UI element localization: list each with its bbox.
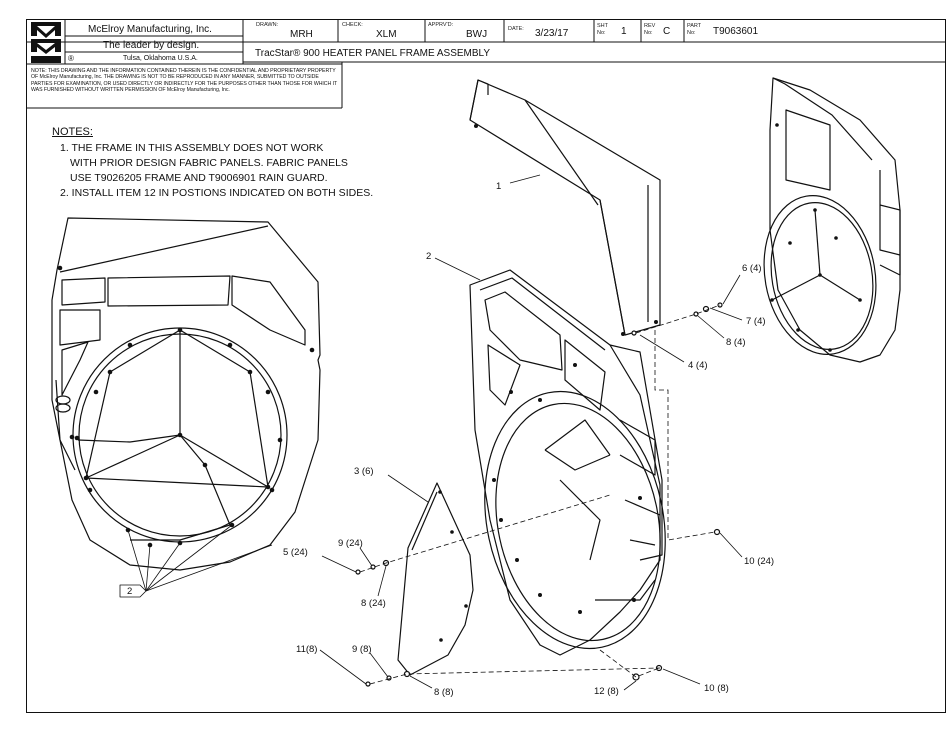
- callout-item-8-top: 8 (4): [726, 337, 746, 348]
- callout-item-11: 11(8): [296, 644, 318, 655]
- heater-frame-item-2: [469, 269, 666, 656]
- note-line-4: 2. INSTALL ITEM 12 IN POSTIONS INDICATED…: [60, 187, 374, 199]
- fabric-panel-item-3: [397, 482, 474, 676]
- rain-guard-item-1: [469, 79, 661, 336]
- callout-item-6: 6 (4): [742, 263, 762, 274]
- callout-item-10-mid: 10 (24): [744, 556, 775, 567]
- confidential-note: NOTE: THIS DRAWING AND THE INFORMATION C…: [31, 68, 337, 94]
- side-view-frame: [51, 217, 321, 571]
- callout-item-7: 7 (4): [746, 316, 766, 327]
- part-label: PART No:: [687, 23, 702, 36]
- notes-heading: NOTES:: [52, 126, 93, 138]
- check-label: CHECK:: [342, 22, 363, 28]
- rev-value: C: [663, 26, 671, 37]
- registered-mark: ®: [68, 54, 74, 63]
- callout-item-1: 1: [496, 181, 502, 192]
- note-line-1: 1. THE FRAME IN THIS ASSEMBLY DOES NOT W…: [60, 142, 324, 154]
- callout-item-8-bottom: 8 (8): [434, 687, 454, 698]
- company-location: Tulsa, Oklahoma U.S.A.: [123, 55, 198, 62]
- company-name: McElroy Manufacturing, Inc.: [88, 24, 212, 35]
- side-view-rivets: [57, 265, 315, 548]
- part-value: T9063601: [713, 26, 759, 37]
- apprvd-label: APPRV'D:: [428, 22, 454, 28]
- date-label: DATE:: [508, 26, 524, 32]
- drawing-title: TracStar® 900 HEATER PANEL FRAME ASSEMBL…: [255, 48, 491, 59]
- callout-item-5: 5 (24): [283, 547, 308, 558]
- check-value: XLM: [376, 29, 397, 40]
- drawn-label: DRAWN:: [256, 22, 279, 28]
- drawn-value: MRH: [290, 29, 313, 40]
- note-line-2: WITH PRIOR DESIGN FABRIC PANELS. FABRIC …: [70, 157, 348, 169]
- flag-note-2: 2: [127, 586, 133, 597]
- date-value: 3/23/17: [535, 28, 569, 39]
- callout-item-8-mid: 8 (24): [361, 598, 386, 609]
- flag-callout-leaders: [119, 524, 273, 598]
- callout-item-4: 4 (4): [688, 360, 708, 371]
- mmi-logo: [31, 22, 61, 63]
- iso-view-top-right: [763, 77, 901, 363]
- callout-item-10-bottom: 10 (8): [704, 683, 729, 694]
- rev-label: REV No:: [644, 23, 656, 36]
- callout-item-12: 12 (8): [594, 686, 619, 697]
- drawing-sheet-border: [26, 19, 946, 713]
- sht-label: SHT No:: [597, 23, 608, 36]
- callout-item-9-bottom: 9 (8): [352, 644, 372, 655]
- note-line-3: USE T9026205 FRAME AND T9006901 RAIN GUA…: [70, 172, 328, 184]
- callout-item-2: 2: [426, 251, 432, 262]
- company-tagline: The leader by design.: [103, 40, 200, 51]
- sht-value: 1: [621, 26, 627, 37]
- apprvd-value: BWJ: [466, 29, 488, 40]
- callout-item-3: 3 (6): [354, 466, 374, 477]
- callout-item-9-mid: 9 (24): [338, 538, 363, 549]
